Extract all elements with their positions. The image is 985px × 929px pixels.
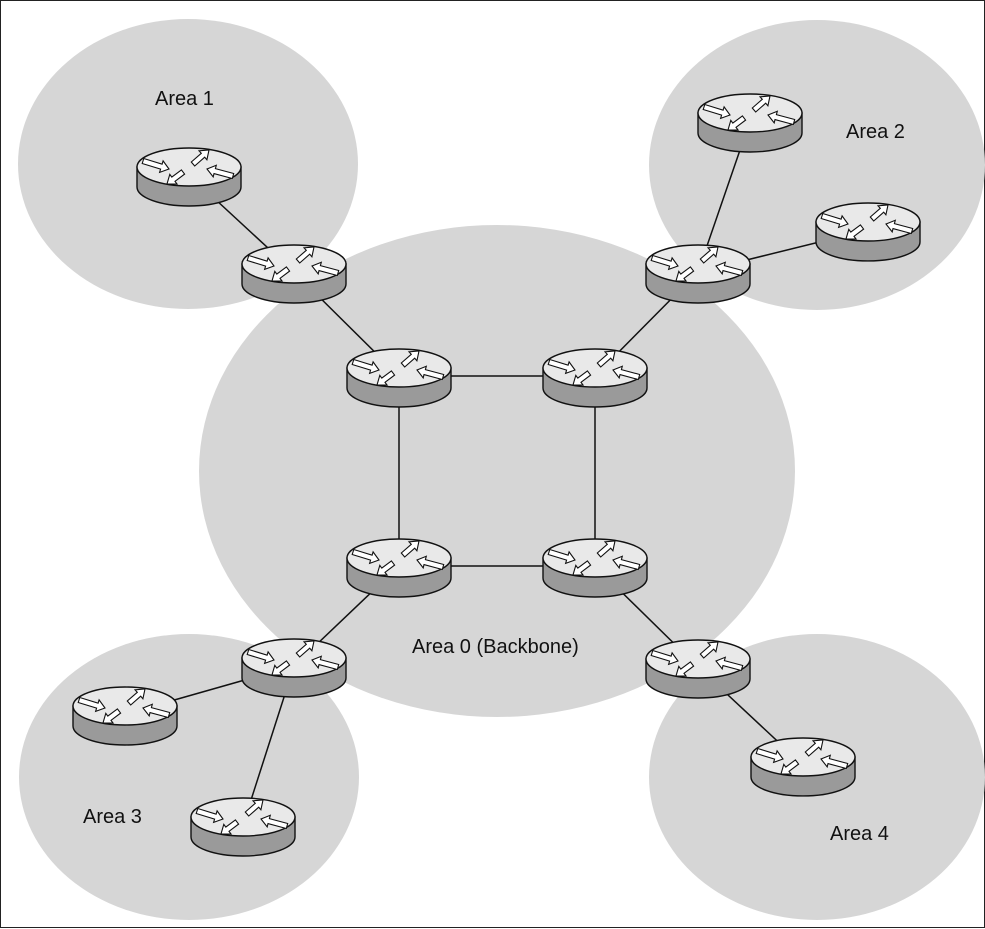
router-arrow [195, 807, 224, 824]
router-arrow [166, 169, 186, 185]
router-arrow [885, 219, 914, 235]
router-icon [815, 202, 921, 262]
router-arrow [572, 370, 592, 386]
router-icon [346, 538, 452, 598]
area-0-label: Area 0 (Backbone) [412, 636, 579, 658]
router-arrow [751, 95, 771, 113]
router-arrow [767, 110, 796, 126]
router-top [346, 348, 452, 388]
router-arrow [102, 708, 122, 724]
router-arrow [702, 103, 731, 120]
labels-layer: Area 1 Area 2 Area 3 Area 4 Area 0 (Back… [83, 88, 905, 845]
router-top [815, 202, 921, 242]
router-arrow [246, 254, 275, 271]
router-top [697, 93, 803, 133]
router-arrow [77, 696, 106, 713]
router-arrow [715, 261, 744, 277]
router-arrow [400, 350, 420, 368]
router-arrow [260, 814, 289, 830]
router-arrow [311, 655, 340, 671]
router-arrow [675, 661, 695, 677]
router-arrow [141, 157, 170, 174]
router-arrow [612, 365, 641, 381]
router-arrow [596, 350, 616, 368]
router-icon [750, 737, 856, 797]
router-top [190, 797, 296, 837]
router-top [645, 244, 751, 284]
router-arrow [400, 540, 420, 558]
router-arrow [727, 115, 747, 131]
router-arrow [755, 747, 784, 764]
router-arrow [220, 819, 240, 835]
router-arrow [416, 365, 445, 381]
router-icon [136, 147, 242, 207]
router-arrow [246, 648, 275, 665]
router-top [645, 639, 751, 679]
area-3-label: Area 3 [83, 806, 142, 828]
area-2-label: Area 2 [846, 121, 905, 143]
router-arrow [650, 649, 679, 666]
router-arrow [206, 164, 235, 180]
router-arrow [612, 555, 641, 571]
router-icon [241, 638, 347, 698]
area-4-label: Area 4 [830, 823, 889, 845]
router-top [241, 638, 347, 678]
area-0-region [199, 225, 795, 717]
router-arrow [699, 246, 719, 264]
router-arrow [376, 560, 396, 576]
router-top [72, 686, 178, 726]
router-top [750, 737, 856, 777]
router-arrow [142, 703, 171, 719]
router-arrow [126, 688, 146, 706]
router-top [542, 348, 648, 388]
router-icon [346, 348, 452, 408]
router-arrow [869, 204, 889, 222]
router-icon [542, 348, 648, 408]
router-icon [542, 538, 648, 598]
router-arrow [271, 266, 291, 282]
router-top [346, 538, 452, 578]
router-arrow [820, 212, 849, 229]
router-arrow [650, 254, 679, 271]
router-icon [241, 244, 347, 304]
router-arrow [699, 641, 719, 659]
router-arrow [351, 548, 380, 565]
router-top [542, 538, 648, 578]
router-top [136, 147, 242, 187]
router-arrow [715, 656, 744, 672]
router-arrow [804, 739, 824, 757]
router-arrow [820, 754, 849, 770]
router-icon [72, 686, 178, 746]
router-arrow [845, 224, 865, 240]
router-icon [190, 797, 296, 857]
router-arrow [295, 640, 315, 658]
router-arrow [416, 555, 445, 571]
router-arrow [547, 548, 576, 565]
router-top [241, 244, 347, 284]
router-arrow [295, 246, 315, 264]
router-arrow [271, 660, 291, 676]
router-arrow [351, 358, 380, 375]
router-arrow [244, 799, 264, 817]
router-arrow [311, 261, 340, 277]
router-icon [645, 639, 751, 699]
router-icon [645, 244, 751, 304]
router-arrow [572, 560, 592, 576]
router-icon [697, 93, 803, 153]
routers-layer [72, 93, 921, 857]
router-arrow [547, 358, 576, 375]
area-1-label: Area 1 [155, 88, 214, 110]
router-arrow [190, 149, 210, 167]
router-arrow [780, 759, 800, 775]
router-arrow [376, 370, 396, 386]
router-arrow [675, 266, 695, 282]
router-arrow [596, 540, 616, 558]
